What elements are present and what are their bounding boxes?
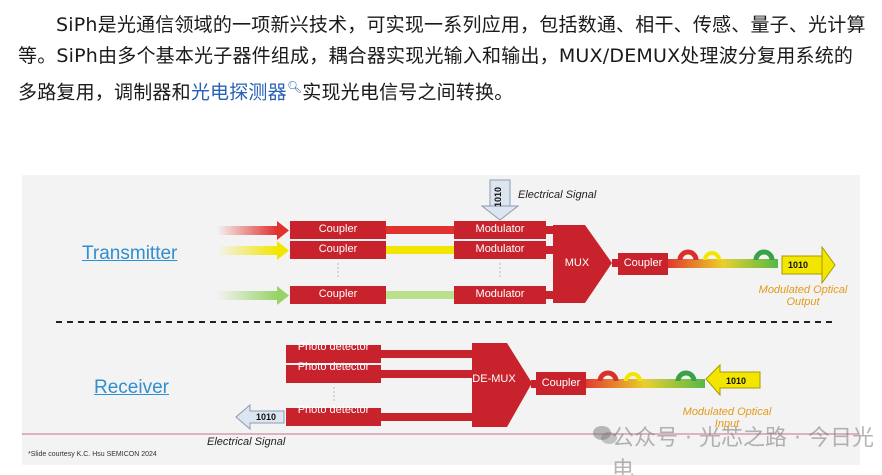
mod-mux-link-3 xyxy=(546,291,556,299)
tx-input-red-arrow xyxy=(217,221,289,240)
tx-output-code: 1010 xyxy=(788,260,809,270)
photo-detector-1-label: Photo detector xyxy=(297,341,370,353)
tx-input-green-arrow xyxy=(217,286,289,305)
siph-diagram-slide: Transmitter Receiver Coupler Coupler Cou… xyxy=(22,175,860,465)
tx-modulator-3-label: Modulator xyxy=(475,288,525,300)
tx-coupler-1-label: Coupler xyxy=(318,223,358,235)
photo-detector-3 xyxy=(286,408,381,426)
tx-wavelength-rings xyxy=(677,249,775,261)
tx-modulator-2-label: Modulator xyxy=(475,243,525,255)
receiver-label: Receiver xyxy=(94,377,169,398)
tx-coupler-3-label: Coupler xyxy=(318,288,358,300)
tx-line-red xyxy=(386,226,454,234)
rx-input-yellow-arrow xyxy=(705,363,761,397)
electrical-signal-top-label: Electrical Signal xyxy=(518,189,597,201)
rx-input-code: 1010 xyxy=(726,376,747,386)
pd-line-1 xyxy=(381,350,473,358)
tx-output-yellow-arrow xyxy=(781,245,836,285)
tx-input-yellow-arrow xyxy=(217,241,289,260)
slide-credit: *Slide courtesy K.C. Hsu SEMICON 2024 xyxy=(28,451,157,458)
mux-block xyxy=(553,225,612,303)
tx-line-yellow xyxy=(386,246,454,254)
pd-line-2 xyxy=(381,370,473,378)
tx-output-fiber xyxy=(668,259,778,268)
photo-detector-1 xyxy=(286,345,381,363)
pd-line-3 xyxy=(381,413,473,421)
tx-modulator-1 xyxy=(454,221,546,239)
search-icon[interactable]: 🔍︎ xyxy=(286,80,303,94)
diagram-graphics xyxy=(22,179,860,435)
watermark-text: 公众号 · 光芯之路 · 今日光电 xyxy=(612,426,874,475)
paragraph-text-before-link: SiPh是光通信领域的一项新兴技术，可实现一系列应用，包括数通、相干、传感、量子… xyxy=(18,14,866,104)
tx-coupler-3 xyxy=(290,286,386,304)
mod-mux-link-1 xyxy=(546,226,556,234)
rx-coupler-demux-link xyxy=(531,380,537,388)
tx-modulator-2 xyxy=(454,241,546,259)
modulated-optical-input-label: Modulated Optical Input xyxy=(682,406,772,430)
tx-coupler-2-label: Coupler xyxy=(318,243,358,255)
tx-modulator-1-label: Modulator xyxy=(475,223,525,235)
tx-output-coupler xyxy=(618,253,668,275)
rx-input-coupler xyxy=(536,372,586,395)
transmitter-label: Transmitter xyxy=(82,243,178,264)
tx-input-code: 1010 xyxy=(493,186,503,208)
electrical-signal-bottom-label: Electrical Signal xyxy=(207,436,286,448)
wechat-logo-icon xyxy=(593,426,617,444)
tx-modulator-3 xyxy=(454,286,546,304)
tx-output-coupler-label: Coupler xyxy=(623,257,663,269)
mux-out-link xyxy=(612,259,618,267)
photo-detector-2-label: Photo detector xyxy=(297,361,370,373)
photodetector-link[interactable]: 光电探测器 xyxy=(190,81,287,104)
demux-block xyxy=(472,343,532,427)
tx-line-green xyxy=(386,291,454,299)
rx-input-coupler-label: Coupler xyxy=(541,377,581,389)
photo-detector-3-label: Photo detector xyxy=(297,404,370,416)
electrical-signal-down-arrow xyxy=(480,179,520,221)
tx-coupler-2 xyxy=(290,241,386,259)
tx-coupler-1 xyxy=(290,221,386,239)
paragraph-text-after-link: 实现光电信号之间转换。 xyxy=(302,81,514,104)
rx-output-code: 1010 xyxy=(256,412,277,422)
rx-input-fiber xyxy=(585,379,705,388)
mod-mux-link-2 xyxy=(546,246,556,254)
demux-label: DE-MUX xyxy=(472,373,516,385)
intro-paragraph: SiPh是光通信领域的一项新兴技术，可实现一系列应用，包括数通、相干、传感、量子… xyxy=(18,10,870,108)
modulated-optical-output-label: Modulated Optical Output xyxy=(758,284,848,308)
rx-wavelength-rings xyxy=(597,370,697,382)
mux-label: MUX xyxy=(564,257,590,269)
photo-detector-2 xyxy=(286,365,381,383)
electrical-signal-left-arrow xyxy=(235,403,285,431)
